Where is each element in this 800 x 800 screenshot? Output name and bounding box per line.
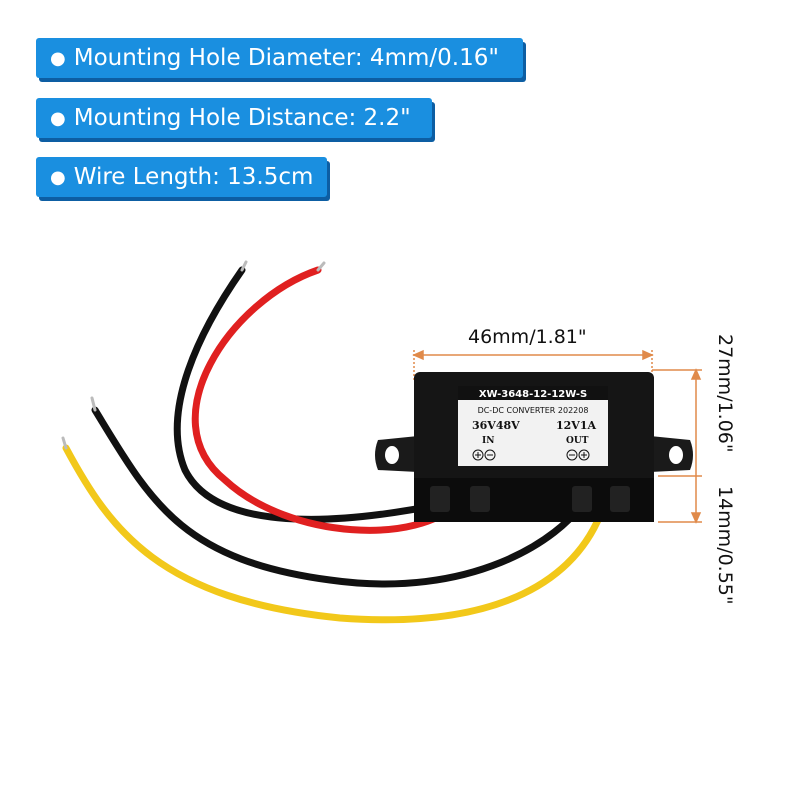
spec-wire-length: ● Wire Length: 13.5cm [36, 157, 327, 197]
bullet-icon: ● [50, 166, 66, 188]
spec-hole-distance-text: Mounting Hole Distance: 2.2" [73, 105, 411, 131]
label-in: IN [482, 436, 494, 446]
spec-hole-diameter: ● Mounting Hole Diameter: 4mm/0.16" [36, 38, 523, 78]
bullet-icon: ● [50, 107, 66, 129]
label-out: OUT [566, 436, 589, 446]
polarity-in-icon [472, 449, 496, 461]
dimension-height-label: 27mm/1.06" [714, 334, 736, 453]
wire-yellow [62, 444, 609, 624]
converter-module: XW-3648-12-12W-S DC-DC CONVERTER 202208 … [375, 372, 693, 522]
wire-black-in [173, 266, 474, 523]
wire-red [191, 266, 462, 534]
wires [61, 260, 609, 624]
wire-black-out [91, 406, 589, 588]
label-output-rating: 12V1A [556, 419, 596, 432]
polarity-out-icon [566, 449, 590, 461]
spec-hole-distance: ● Mounting Hole Distance: 2.2" [36, 98, 432, 138]
dimension-width-label: 46mm/1.81" [468, 326, 587, 348]
spec-hole-diameter-text: Mounting Hole Diameter: 4mm/0.16" [73, 45, 499, 71]
bullet-icon: ● [50, 47, 66, 69]
dimension-thickness-label: 14mm/0.55" [714, 486, 736, 605]
label-model: XW-3648-12-12W-S [479, 389, 587, 400]
label-type: DC-DC CONVERTER 202208 [478, 406, 589, 415]
label-input-voltage: 36V48V [472, 419, 520, 432]
spec-wire-length-text: Wire Length: 13.5cm [73, 164, 314, 190]
dimension-lines [412, 349, 702, 524]
